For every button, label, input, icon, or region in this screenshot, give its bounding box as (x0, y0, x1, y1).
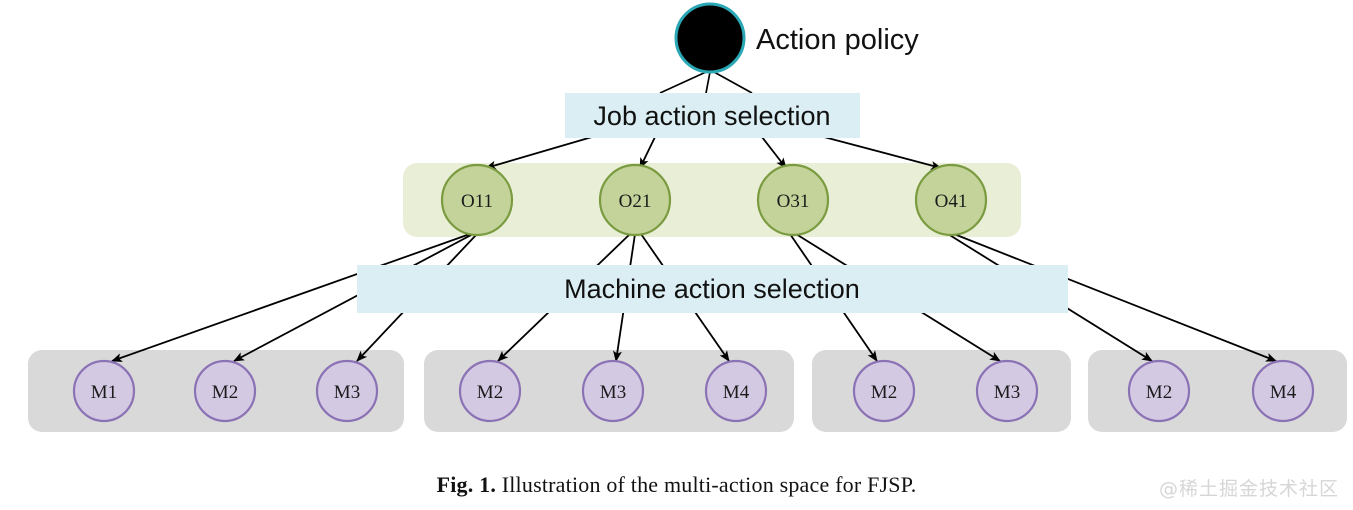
machine-node-group-o11-m1-label: M1 (91, 382, 117, 403)
operation-node-o11-label: O11 (461, 191, 493, 212)
machine-node-group-o11-m2-label: M2 (212, 382, 238, 403)
operation-node-o41[interactable]: O41 (914, 163, 988, 237)
action-policy-label: Action policy (756, 24, 919, 56)
operation-node-o31-label: O31 (777, 191, 810, 212)
operation-node-o31[interactable]: O31 (756, 163, 830, 237)
machine-node-group-o31-m2[interactable]: M2 (852, 359, 916, 423)
machine-node-group-o11-m3[interactable]: M3 (315, 359, 379, 423)
machine-action-selection-label: Machine action selection (564, 274, 860, 304)
machine-node-group-o41-m4[interactable]: M4 (1251, 359, 1315, 423)
machine-node-group-o21-m2[interactable]: M2 (458, 359, 522, 423)
machine-node-group-o31-m2-label: M2 (871, 382, 897, 403)
machine-node-group-o31-m3-label: M3 (994, 382, 1020, 403)
job-action-selection-box[interactable] (565, 93, 860, 138)
machine-node-group-o41-m2-label: M2 (1146, 382, 1172, 403)
machine-node-group-o41-m2[interactable]: M2 (1127, 359, 1191, 423)
machine-node-group-o11-m1[interactable]: M1 (72, 359, 136, 423)
operation-band (403, 163, 1021, 237)
machine-node-group-o21-m3[interactable]: M3 (581, 359, 645, 423)
operation-node-o21-label: O21 (619, 191, 652, 212)
operation-node-o21[interactable]: O21 (598, 163, 672, 237)
figure-number: Fig. 1. (436, 472, 497, 497)
machine-node-group-o11-m2[interactable]: M2 (193, 359, 257, 423)
figure-caption: Fig. 1. Illustration of the multi-action… (0, 472, 1353, 498)
edges-policy-to-job (659, 71, 753, 94)
machine-node-group-o21-m4[interactable]: M4 (704, 359, 768, 423)
machine-node-group-o11-m3-label: M3 (334, 382, 360, 403)
machine-action-selection-box[interactable] (357, 265, 1068, 313)
machine-node-group-o21-m3-label: M3 (600, 382, 626, 403)
operation-node-o11[interactable]: O11 (440, 163, 514, 237)
machine-node-group-o31-m3[interactable]: M3 (975, 359, 1039, 423)
machine-node-group-o41-m4-label: M4 (1270, 382, 1297, 403)
edges-job-to-operations (485, 136, 942, 170)
machine-node-group-o21-m4-label: M4 (723, 382, 750, 403)
operation-node-o41-label: O41 (935, 191, 968, 212)
action-policy-node[interactable] (674, 2, 746, 74)
machine-node-group-o21-m2-label: M2 (477, 382, 503, 403)
figure-caption-text: Illustration of the multi-action space f… (501, 472, 917, 497)
job-action-selection-label: Job action selection (593, 101, 830, 131)
watermark: @稀土掘金技术社区 (1158, 478, 1339, 500)
